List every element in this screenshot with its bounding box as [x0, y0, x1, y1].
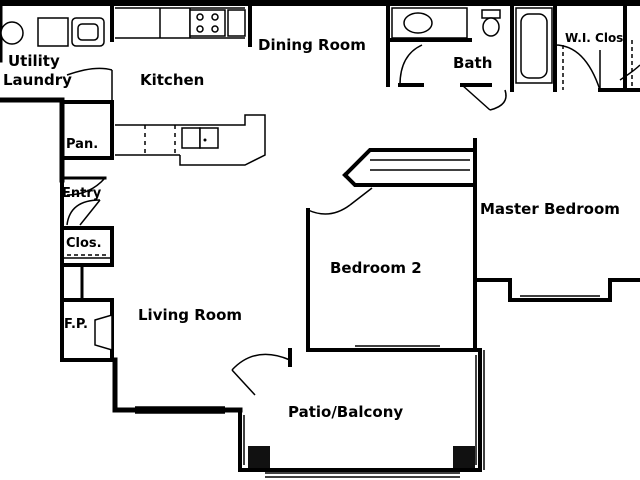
room-label-utility: Utility — [8, 52, 60, 70]
room-labels: Utility Laundry Kitchen Dining Room Bath… — [3, 31, 628, 421]
room-label-fireplace: F.P. — [64, 317, 88, 332]
room-label-dining-room: Dining Room — [258, 36, 366, 54]
room-label-wi-closet: W.I. Clos. — [565, 31, 628, 45]
toilet-icon — [481, 9, 501, 37]
stove-icon — [189, 9, 226, 37]
room-label-bedroom-2: Bedroom 2 — [330, 259, 422, 277]
room-label-bath: Bath — [453, 54, 492, 72]
room-label-kitchen: Kitchen — [140, 71, 204, 89]
doors — [66, 44, 640, 396]
room-label-laundry: Laundry — [3, 71, 72, 89]
room-label-pantry: Pan. — [66, 137, 98, 152]
room-label-patio-balcony: Patio/Balcony — [288, 403, 403, 421]
room-label-master-bedroom: Master Bedroom — [480, 200, 620, 218]
washer-dryer-icon — [0, 17, 105, 47]
bathtub-icon — [515, 7, 553, 84]
room-label-living-room: Living Room — [138, 306, 242, 324]
vanity-sink-icon — [391, 7, 468, 39]
room-label-entry: Entry — [62, 186, 102, 201]
fireplace-icon — [94, 313, 113, 352]
fixtures — [0, 7, 633, 352]
room-label-closet: Clos. — [66, 236, 102, 251]
sink-icon — [181, 127, 219, 149]
